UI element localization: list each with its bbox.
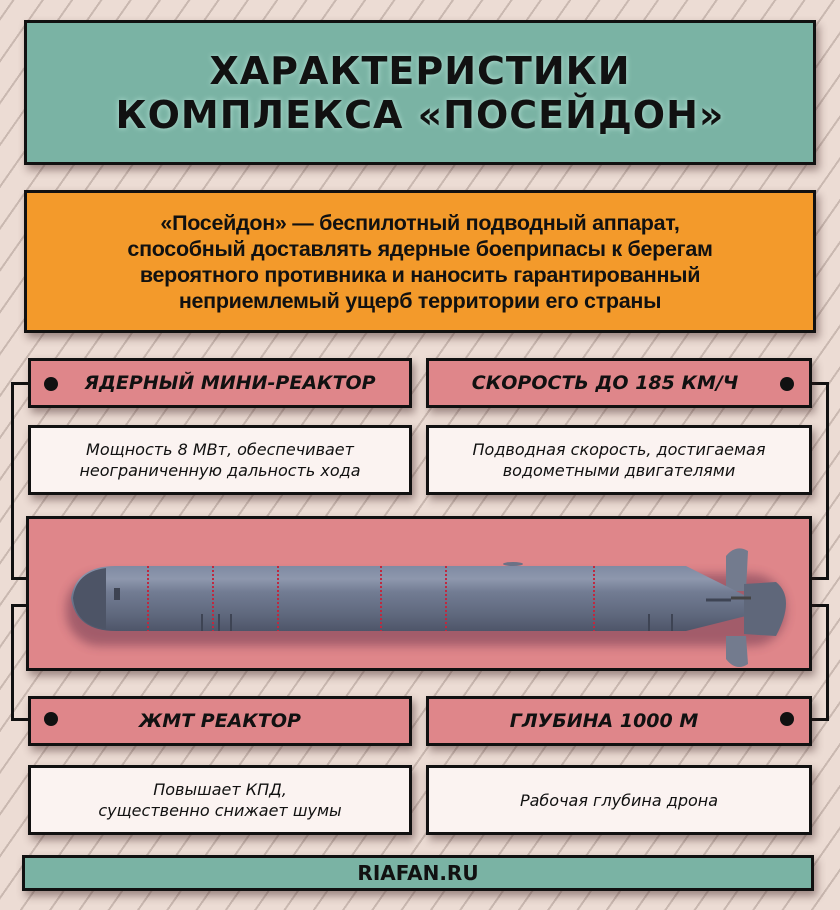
feature-desc-line1: Рабочая глубина дрона <box>519 790 719 810</box>
connector-left-bottom <box>11 604 14 721</box>
title-banner: ХАРАКТЕРИСТИКИ КОМПЛЕКСА «ПОСЕЙДОН» <box>24 20 816 165</box>
intro-box: «Посейдон» — беспилотный подводный аппар… <box>24 190 816 333</box>
intro-lead: «Посейдон» — <box>160 210 314 235</box>
feature-title: ЖМТ РЕАКТОР <box>139 710 301 732</box>
connector-right-bottom <box>826 604 829 721</box>
source-footer: RIAFAN.RU <box>22 855 814 891</box>
feature-desc-line2: существенно снижает шумы <box>98 801 342 820</box>
feature-title: СКОРОСТЬ ДО 185 КМ/Ч <box>471 372 739 394</box>
connector-right-top <box>826 382 829 580</box>
feature-desc-line1: Мощность 8 МВт, обеспечивает <box>86 440 354 459</box>
intro-line-3: вероятного противника и наносить гаранти… <box>139 262 701 287</box>
feature-desc-line2: водометными двигателями <box>502 461 736 480</box>
feature-header-lmc-reactor: ЖМТ РЕАКТОР <box>28 696 412 746</box>
bullet-dot-icon <box>44 712 58 726</box>
feature-desc-depth: Рабочая глубина дрона <box>426 765 812 835</box>
feature-desc-lmc-reactor: Повышает КПД, существенно снижает шумы <box>28 765 412 835</box>
intro-line-1-rest: беспилотный подводный аппарат, <box>313 210 680 235</box>
connector-right-bottom-h1 <box>810 604 829 607</box>
feature-desc-line2: неограниченную дальность хода <box>79 461 361 480</box>
title-line-2: КОМПЛЕКСА «ПОСЕЙДОН» <box>115 92 725 137</box>
feature-desc-reactor: Мощность 8 МВт, обеспечивает неограничен… <box>28 425 412 495</box>
feature-desc-line1: Подводная скорость, достигаемая <box>472 440 766 459</box>
intro-line-2: способный доставлять ядерные боеприпасы … <box>127 236 713 261</box>
connector-left-top <box>11 382 14 580</box>
intro-line-4: неприемлемый ущерб территории его страны <box>178 288 662 313</box>
feature-header-depth: ГЛУБИНА 1000 М <box>426 696 812 746</box>
title-line-1: ХАРАКТЕРИСТИКИ <box>209 48 631 93</box>
feature-header-speed: СКОРОСТЬ ДО 185 КМ/Ч <box>426 358 812 408</box>
bullet-dot-icon <box>44 377 58 391</box>
bullet-dot-icon <box>780 377 794 391</box>
drone-illustration-panel <box>26 516 812 671</box>
feature-desc-speed: Подводная скорость, достигаемая водометн… <box>426 425 812 495</box>
connector-left-bottom-h1 <box>11 604 29 607</box>
intro-line-1: «Посейдон» — беспилотный подводный аппар… <box>160 210 679 236</box>
source-link[interactable]: RIAFAN.RU <box>357 861 479 885</box>
underwater-drone-icon <box>66 548 786 668</box>
feature-desc-line1: Повышает КПД, <box>153 780 287 799</box>
bullet-dot-icon <box>780 712 794 726</box>
feature-title: ЯДЕРНЫЙ МИНИ-РЕАКТОР <box>84 372 376 394</box>
connector-left-top-h2 <box>11 577 29 580</box>
feature-title: ГЛУБИНА 1000 М <box>509 710 699 732</box>
connector-right-top-h2 <box>810 577 829 580</box>
feature-header-reactor: ЯДЕРНЫЙ МИНИ-РЕАКТОР <box>28 358 412 408</box>
